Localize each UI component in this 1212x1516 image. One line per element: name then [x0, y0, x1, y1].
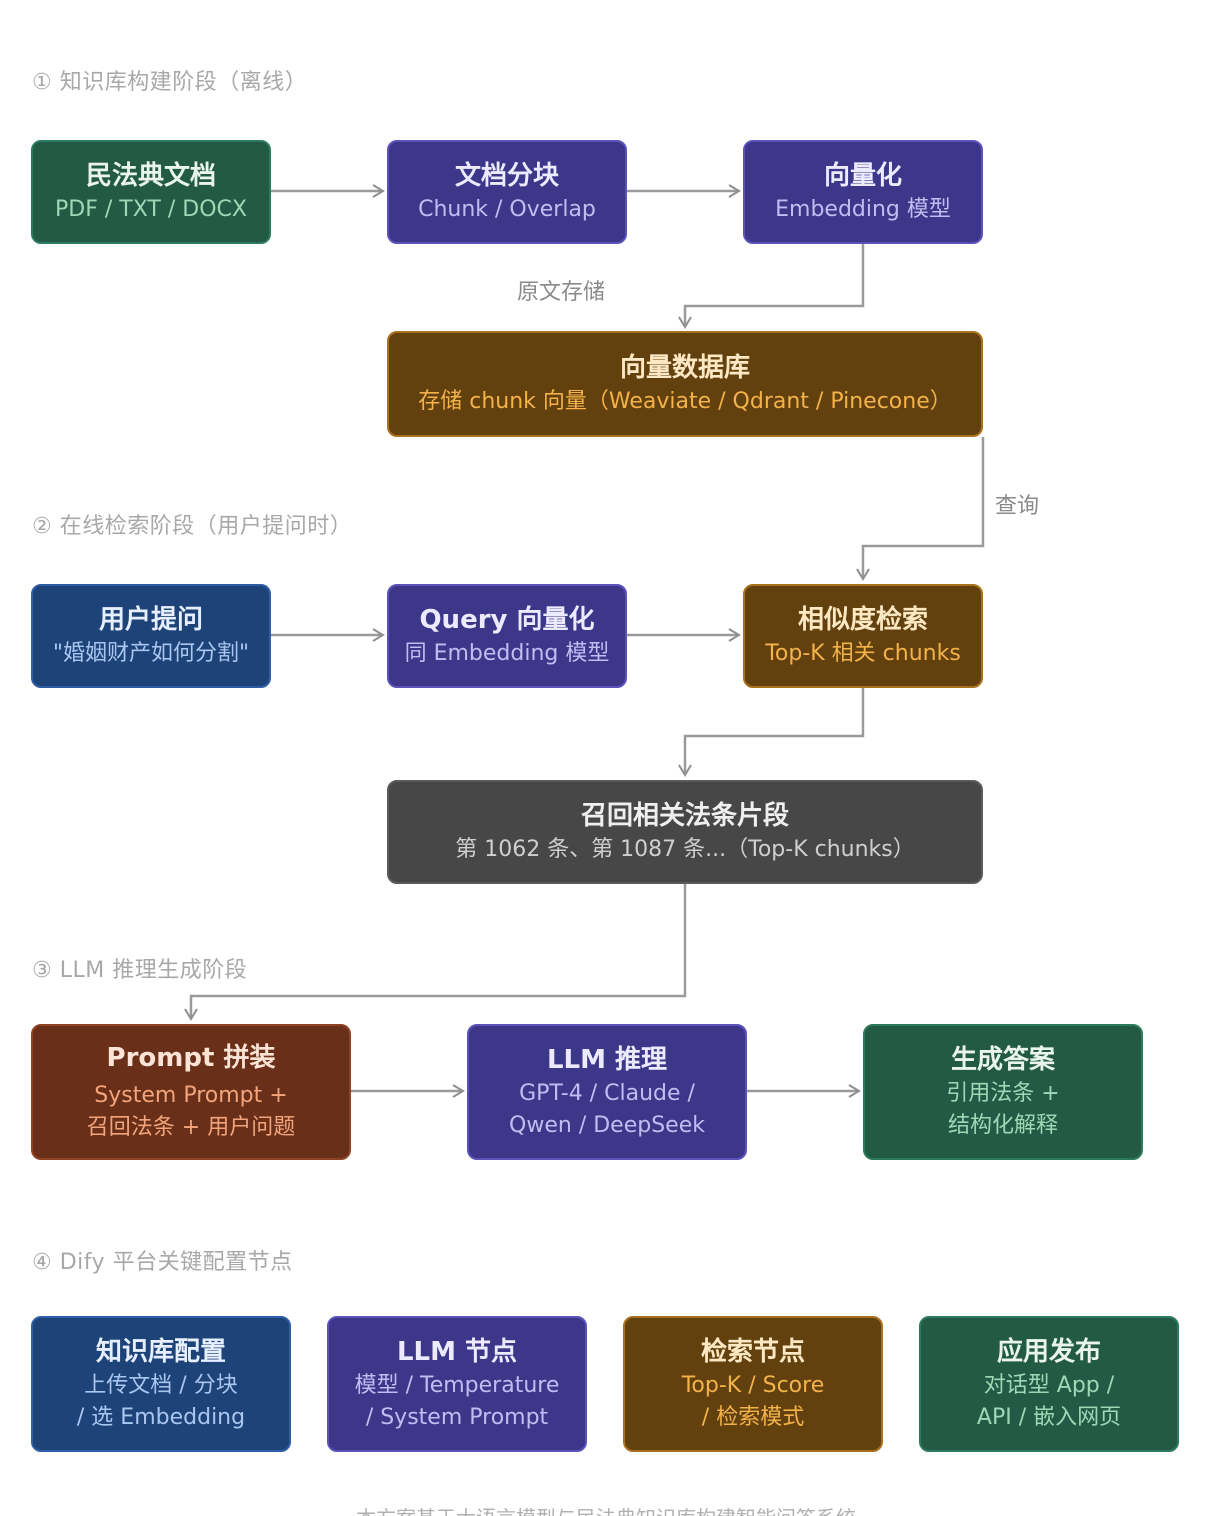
node-title: Query 向量化 [419, 605, 595, 635]
node-recalled-articles[interactable]: 召回相关法条片段 第 1062 条、第 1087 条...（Top-K chun… [387, 780, 983, 884]
arrow-vectordb-to-similarity [856, 437, 985, 581]
arrow-recall-to-prompt [184, 884, 687, 1021]
section-label-build: ① 知识库构建阶段（离线） [32, 70, 308, 95]
node-vectorization[interactable]: 向量化 Embedding 模型 [743, 140, 983, 244]
node-llm-inference[interactable]: LLM 推理 GPT-4 / Claude / Qwen / DeepSeek [467, 1024, 747, 1160]
node-title: Prompt 拼装 [106, 1043, 276, 1073]
node-title: 应用发布 [996, 1337, 1101, 1367]
edge-label-store-raw: 原文存储 [517, 280, 606, 305]
section-label-retrieve: ② 在线检索阶段（用户提问时） [32, 514, 353, 539]
node-title: 生成答案 [950, 1045, 1055, 1075]
node-subtitle: 存储 chunk 向量（Weaviate / Qdrant / Pinecone… [418, 389, 952, 414]
node-document-chunking[interactable]: 文档分块 Chunk / Overlap [387, 140, 627, 244]
node-subtitle: 同 Embedding 模型 [404, 641, 610, 666]
node-user-question[interactable]: 用户提问 "婚姻财产如何分割" [31, 584, 271, 688]
node-subtitle-line2: Qwen / DeepSeek [509, 1113, 705, 1138]
arrow-similarity-to-recall [678, 688, 865, 777]
node-subtitle: Chunk / Overlap [418, 197, 596, 222]
node-subtitle-line1: GPT-4 / Claude / [519, 1081, 695, 1106]
node-subtitle-line2: 召回法条 + 用户问题 [86, 1115, 296, 1140]
node-subtitle-line2: 结构化解释 [947, 1113, 1058, 1138]
footer-caption: 本方案基于大语言模型与民法典知识库构建智能问答系统 [0, 1502, 1212, 1516]
node-title: 检索节点 [700, 1337, 805, 1367]
node-subtitle: "婚姻财产如何分割" [52, 641, 250, 666]
node-title: 相似度检索 [797, 605, 928, 635]
node-title: 用户提问 [98, 605, 203, 635]
node-generate-answer[interactable]: 生成答案 引用法条 + 结构化解释 [863, 1024, 1143, 1160]
node-vector-database[interactable]: 向量数据库 存储 chunk 向量（Weaviate / Qdrant / Pi… [387, 331, 983, 437]
node-subtitle-line2: / 选 Embedding [76, 1405, 246, 1430]
node-subtitle: PDF / TXT / DOCX [55, 197, 247, 222]
node-title: 文档分块 [454, 161, 559, 191]
node-subtitle-line1: 上传文档 / 分块 [84, 1373, 238, 1398]
node-title: LLM 推理 [546, 1045, 668, 1075]
node-title: 知识库配置 [95, 1337, 226, 1367]
node-civil-code-document[interactable]: 民法典文档 PDF / TXT / DOCX [31, 140, 271, 244]
node-subtitle-line2: / System Prompt [365, 1405, 549, 1430]
node-subtitle-line1: System Prompt + [94, 1083, 288, 1108]
node-subtitle-line1: 对话型 App / [983, 1373, 1115, 1398]
node-subtitle: Embedding 模型 [775, 197, 951, 222]
section-label-dify-config: ④ Dify 平台关键配置节点 [32, 1250, 293, 1275]
node-subtitle-line1: Top-K / Score [681, 1373, 825, 1398]
node-retrieval-config[interactable]: 检索节点 Top-K / Score / 检索模式 [623, 1316, 883, 1452]
node-subtitle: 第 1062 条、第 1087 条...（Top-K chunks） [455, 837, 915, 862]
node-query-vectorization[interactable]: Query 向量化 同 Embedding 模型 [387, 584, 627, 688]
node-title: LLM 节点 [396, 1337, 518, 1367]
node-app-publish[interactable]: 应用发布 对话型 App / API / 嵌入网页 [919, 1316, 1179, 1452]
node-llm-config[interactable]: LLM 节点 模型 / Temperature / System Prompt [327, 1316, 587, 1452]
node-title: 民法典文档 [85, 161, 216, 191]
node-subtitle-line1: 引用法条 + [946, 1081, 1060, 1106]
node-subtitle: Top-K 相关 chunks [765, 641, 961, 666]
arrow-vectorize-to-vectordb [678, 243, 865, 329]
node-knowledge-base-config[interactable]: 知识库配置 上传文档 / 分块 / 选 Embedding [31, 1316, 291, 1452]
node-subtitle-line2: / 检索模式 [701, 1405, 805, 1430]
section-label-generate: ③ LLM 推理生成阶段 [32, 958, 248, 983]
node-subtitle-line2: API / 嵌入网页 [976, 1405, 1122, 1430]
node-title: 向量化 [823, 161, 902, 191]
node-prompt-assembly[interactable]: Prompt 拼装 System Prompt + 召回法条 + 用户问题 [31, 1024, 351, 1160]
node-similarity-search[interactable]: 相似度检索 Top-K 相关 chunks [743, 584, 983, 688]
node-title: 向量数据库 [619, 353, 750, 383]
node-title: 召回相关法条片段 [580, 801, 789, 831]
node-subtitle-line1: 模型 / Temperature [354, 1373, 560, 1398]
edge-label-query: 查询 [995, 494, 1040, 519]
